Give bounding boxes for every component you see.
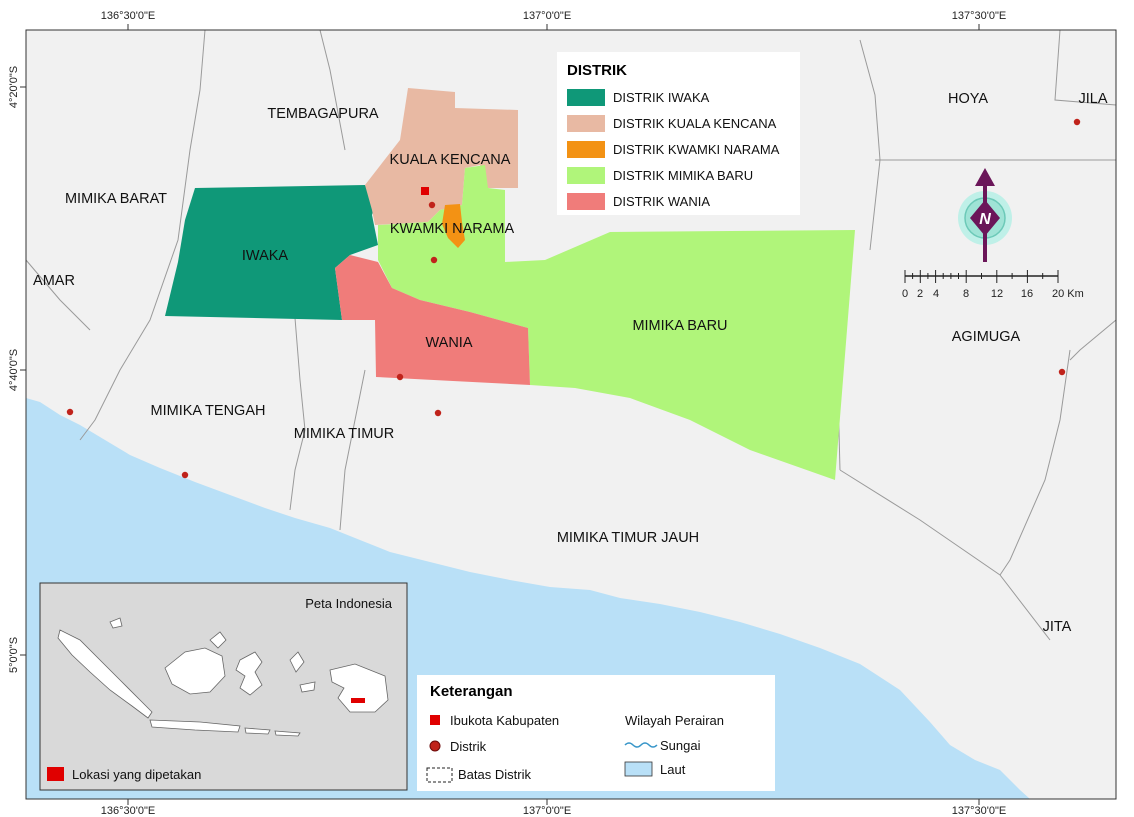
district-point [1073, 118, 1081, 126]
coord-top-3: 137°30'0"E [952, 10, 1006, 22]
scale-tick-8: 8 [963, 288, 969, 300]
district-point [181, 471, 189, 479]
distrik-legend-title: DISTRIK [567, 62, 627, 79]
district-point [396, 373, 404, 381]
district-point [1058, 368, 1066, 376]
district-mimika-baru [378, 165, 855, 480]
label-mimika-baru: MIMIKA BARU [632, 318, 727, 334]
distrik-symbol [429, 740, 441, 752]
label-mimika-timur: MIMIKA TIMUR [294, 426, 394, 442]
north-letter: N [979, 211, 991, 228]
coord-left-1: 4°20'0"S [8, 66, 20, 108]
coord-left-3: 5°0'0"S [8, 637, 20, 673]
legend-swatch [567, 89, 605, 106]
capital-marker [421, 187, 429, 195]
label-jila: JILA [1078, 91, 1107, 107]
legend-swatch [567, 193, 605, 210]
label-kwamki-narama: KWAMKI NARAMA [390, 221, 515, 237]
ibukota-label: Ibukota Kabupaten [450, 713, 559, 728]
coord-top-2: 137°0'0"E [523, 10, 571, 22]
legend-label: DISTRIK KUALA KENCANA [613, 116, 777, 131]
wilayah-label: Wilayah Perairan [625, 713, 724, 728]
district-points [66, 118, 1081, 479]
district-kuala-kencana [365, 88, 518, 225]
label-iwaka: IWAKA [242, 248, 289, 264]
scale-tick-16: 16 [1021, 288, 1033, 300]
district-point [428, 201, 436, 209]
district-point [66, 408, 74, 416]
keterangan-title: Keterangan [430, 683, 513, 700]
distrik-label: Distrik [450, 739, 487, 754]
label-mimika-barat: MIMIKA BARAT [65, 191, 167, 207]
legend-label: DISTRIK WANIA [613, 194, 710, 209]
batas-symbol [426, 767, 453, 783]
laut-label: Laut [660, 762, 686, 777]
legend-label: DISTRIK MIMIKA BARU [613, 168, 753, 183]
laut-symbol [624, 761, 653, 777]
scale-bar: 0 2 4 8 12 16 20 Km [902, 270, 1084, 300]
district-wania [335, 255, 530, 385]
inset-legend-label: Lokasi yang dipetakan [72, 767, 201, 782]
label-tembagapura: TEMBAGAPURA [267, 106, 379, 122]
coord-bottom-1: 136°30'0"E [101, 805, 155, 817]
coord-left-2: 4°40'0"S [8, 349, 20, 391]
label-mimika-timur-jauh: MIMIKA TIMUR JAUH [557, 530, 699, 546]
batas-label: Batas Distrik [458, 767, 531, 782]
inset-title: Peta Indonesia [305, 596, 393, 611]
label-mimika-tengah: MIMIKA TENGAH [151, 403, 266, 419]
legend-swatch [567, 141, 605, 158]
district-iwaka [165, 185, 378, 320]
label-jita: JITA [1043, 619, 1072, 635]
scale-tick-2: 2 [917, 288, 923, 300]
scale-tick-12: 12 [991, 288, 1003, 300]
keterangan-legend: Keterangan Ibukota Kabupaten Distrik Bat… [417, 675, 775, 791]
label-amar: AMAR [33, 273, 75, 289]
district-kwamki-narama [442, 204, 465, 248]
inset-location-marker [351, 698, 365, 703]
inset-legend-swatch [47, 767, 64, 781]
legend-label: DISTRIK IWAKA [613, 90, 710, 105]
north-arrow-head [975, 168, 995, 186]
coord-top-1: 136°30'0"E [101, 10, 155, 22]
coord-bottom-3: 137°30'0"E [952, 805, 1006, 817]
legend-swatch [567, 167, 605, 184]
ibukota-symbol [430, 715, 440, 725]
inset-map: Peta Indonesia Lokasi yang dipetakan [39, 582, 408, 791]
scale-tick-4: 4 [933, 288, 939, 300]
sungai-symbol [624, 742, 658, 748]
graticule-ticks [20, 24, 980, 805]
label-agimuga: AGIMUGA [952, 329, 1021, 345]
scale-tick-20: 20 Km [1052, 288, 1084, 300]
distrik-legend: DISTRIK DISTRIK IWAKA DISTRIK KUALA KENCA… [557, 52, 800, 215]
legend-label: DISTRIK KWAMKI NARAMA [613, 142, 780, 157]
coord-bottom-2: 137°0'0"E [523, 805, 571, 817]
district-point [434, 409, 442, 417]
label-wania: WANIA [426, 335, 473, 351]
indonesia-islands [57, 617, 389, 737]
scale-tick-0: 0 [902, 288, 908, 300]
sungai-label: Sungai [660, 738, 701, 753]
north-arrow: N [958, 168, 1012, 262]
label-kuala-kencana: KUALA KENCANA [390, 152, 511, 168]
district-point [430, 256, 438, 264]
label-hoya: HOYA [948, 91, 988, 107]
legend-swatch [567, 115, 605, 132]
